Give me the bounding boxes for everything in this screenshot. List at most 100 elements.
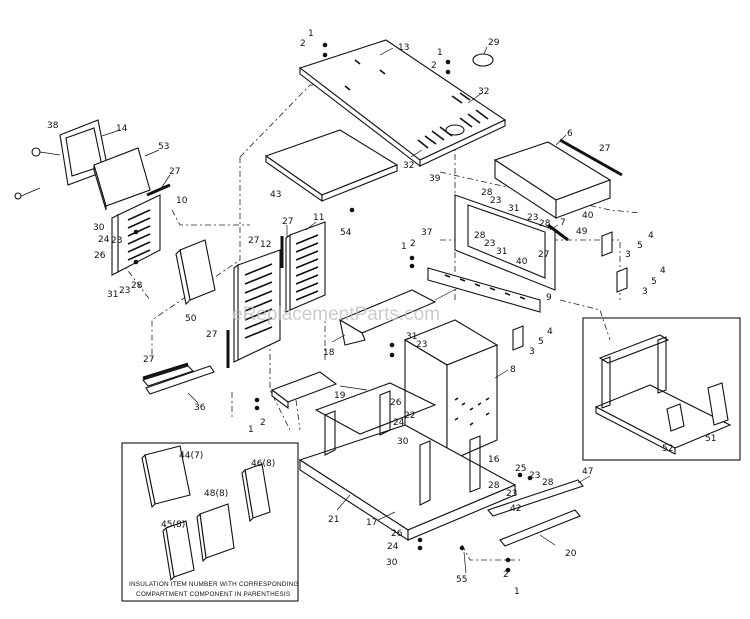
callout-label: 1 (437, 48, 443, 58)
callout-label: 29 (488, 38, 500, 48)
callout-label: 2 (300, 39, 306, 49)
callout-label: 2 (431, 61, 437, 71)
callout-label: 13 (398, 43, 409, 53)
callout-label: 45(8) (161, 520, 185, 530)
callout-label: 28 (542, 478, 554, 488)
callout-label: 25 (515, 464, 526, 474)
callout-label: 23 (416, 340, 427, 350)
callout-label: 43 (270, 190, 281, 200)
callout-label: 27 (599, 144, 610, 154)
rail-part-20 (499, 509, 581, 547)
callout-label: 5 (637, 241, 643, 251)
cap-part-29 (472, 53, 494, 67)
callout-label: 23 (111, 236, 122, 246)
callout-label: 2 (503, 570, 509, 580)
callout-label: 3 (625, 250, 631, 260)
top-cover-part-13 (298, 39, 507, 168)
callout-label: 12 (260, 240, 271, 250)
callout-label: 22 (404, 411, 415, 421)
callout-label: 11 (313, 213, 324, 223)
callout-label: 23 (119, 286, 130, 296)
callout-label: 20 (565, 549, 577, 559)
callout-label: 32 (403, 161, 414, 171)
callout-label: 18 (323, 348, 335, 358)
callout-label: 39 (429, 174, 441, 184)
callout-label: 24 (393, 418, 405, 428)
hardware-screws (133, 42, 533, 573)
callout-label: 3 (529, 347, 535, 357)
callout-label: 27 (169, 167, 180, 177)
callout-label: 32 (478, 87, 489, 97)
callout-label: 3 (642, 287, 648, 297)
watermark-text: eReplacementParts.com (232, 304, 440, 325)
callout-label: 27 (282, 217, 293, 227)
callout-label: 19 (334, 391, 346, 401)
callout-label: 46(8) (251, 459, 275, 469)
callout-label: 24 (98, 235, 110, 245)
callout-label: 31 (107, 290, 118, 300)
callout-label: 48(8) (204, 489, 228, 499)
callout-label: 1 (514, 587, 520, 597)
insulation-block-part-52 (666, 403, 685, 432)
callout-label: 27 (143, 355, 154, 365)
rail-part-36 (145, 365, 215, 395)
insulation-note-line-1: INSULATION ITEM NUMBER WITH CORRESPONDIN… (129, 581, 299, 588)
callout-label: 42 (510, 504, 521, 514)
callout-label: 1 (248, 425, 254, 435)
bracket-part-18 (338, 289, 437, 346)
insulation-note-line-2: COMPARTMENT COMPONENT IN PARENTHESIS (136, 591, 290, 598)
callout-label: 51 (705, 434, 716, 444)
callout-label: 31 (508, 204, 519, 214)
callout-label: 9 (546, 293, 552, 303)
callout-label: 55 (456, 575, 467, 585)
insulation-pad-44 (141, 445, 191, 509)
callout-label: 21 (328, 515, 339, 525)
side-panel-part-10 (111, 183, 171, 276)
insulation-block-part-50 (175, 239, 216, 306)
callout-label: 2 (410, 239, 416, 249)
callout-label: 28 (539, 219, 551, 229)
callout-label: 23 (529, 471, 540, 481)
callout-label: 5 (538, 337, 544, 347)
callout-label: 31 (406, 332, 417, 342)
louvered-panel-part-12 (226, 249, 281, 368)
callout-label: 52 (662, 444, 673, 454)
filter-pad-part-53 (93, 147, 151, 211)
callout-label: 1 (308, 29, 314, 39)
callout-label: 40 (516, 257, 528, 267)
callout-label: 23 (484, 239, 495, 249)
callout-label: 8 (510, 365, 516, 375)
callout-label: 14 (116, 124, 128, 134)
callout-label: 28 (131, 281, 143, 291)
callout-label: 44(7) (179, 451, 203, 461)
callout-label: 4 (547, 327, 553, 337)
callout-label: 27 (206, 330, 217, 340)
callout-label: 23 (490, 196, 501, 206)
callout-label: 1 (401, 242, 407, 252)
top-frame-part-6 (493, 138, 623, 220)
callout-label: 4 (660, 266, 666, 276)
callout-label: 47 (582, 467, 593, 477)
callout-label: 24 (387, 542, 399, 552)
callout-label: 17 (366, 518, 377, 528)
insulation-set-inset (121, 442, 299, 602)
bracket-part-3 (512, 231, 628, 351)
callout-label: 5 (651, 277, 657, 287)
callout-label: 30 (386, 558, 398, 568)
bracket-part-19 (270, 371, 338, 410)
callout-label: 26 (391, 529, 403, 539)
callout-label: 30 (397, 437, 409, 447)
detail-inset (582, 317, 741, 461)
callout-label: 36 (194, 403, 206, 413)
callout-labels: 1 2 13 1 2 29 32 38 14 53 27 43 32 6 27 … (47, 29, 716, 597)
louvered-panel-part-11 (280, 221, 326, 313)
callout-label: 37 (421, 228, 432, 238)
callout-label: 23 (527, 213, 538, 223)
callout-label: 23 (506, 489, 517, 499)
insulation-pad-45 (162, 520, 195, 582)
insulation-pad-48 (196, 503, 235, 563)
filter-frame-part-14 (14, 119, 109, 200)
callout-label: 31 (496, 247, 507, 257)
seal-strip-part-27 (142, 362, 195, 387)
